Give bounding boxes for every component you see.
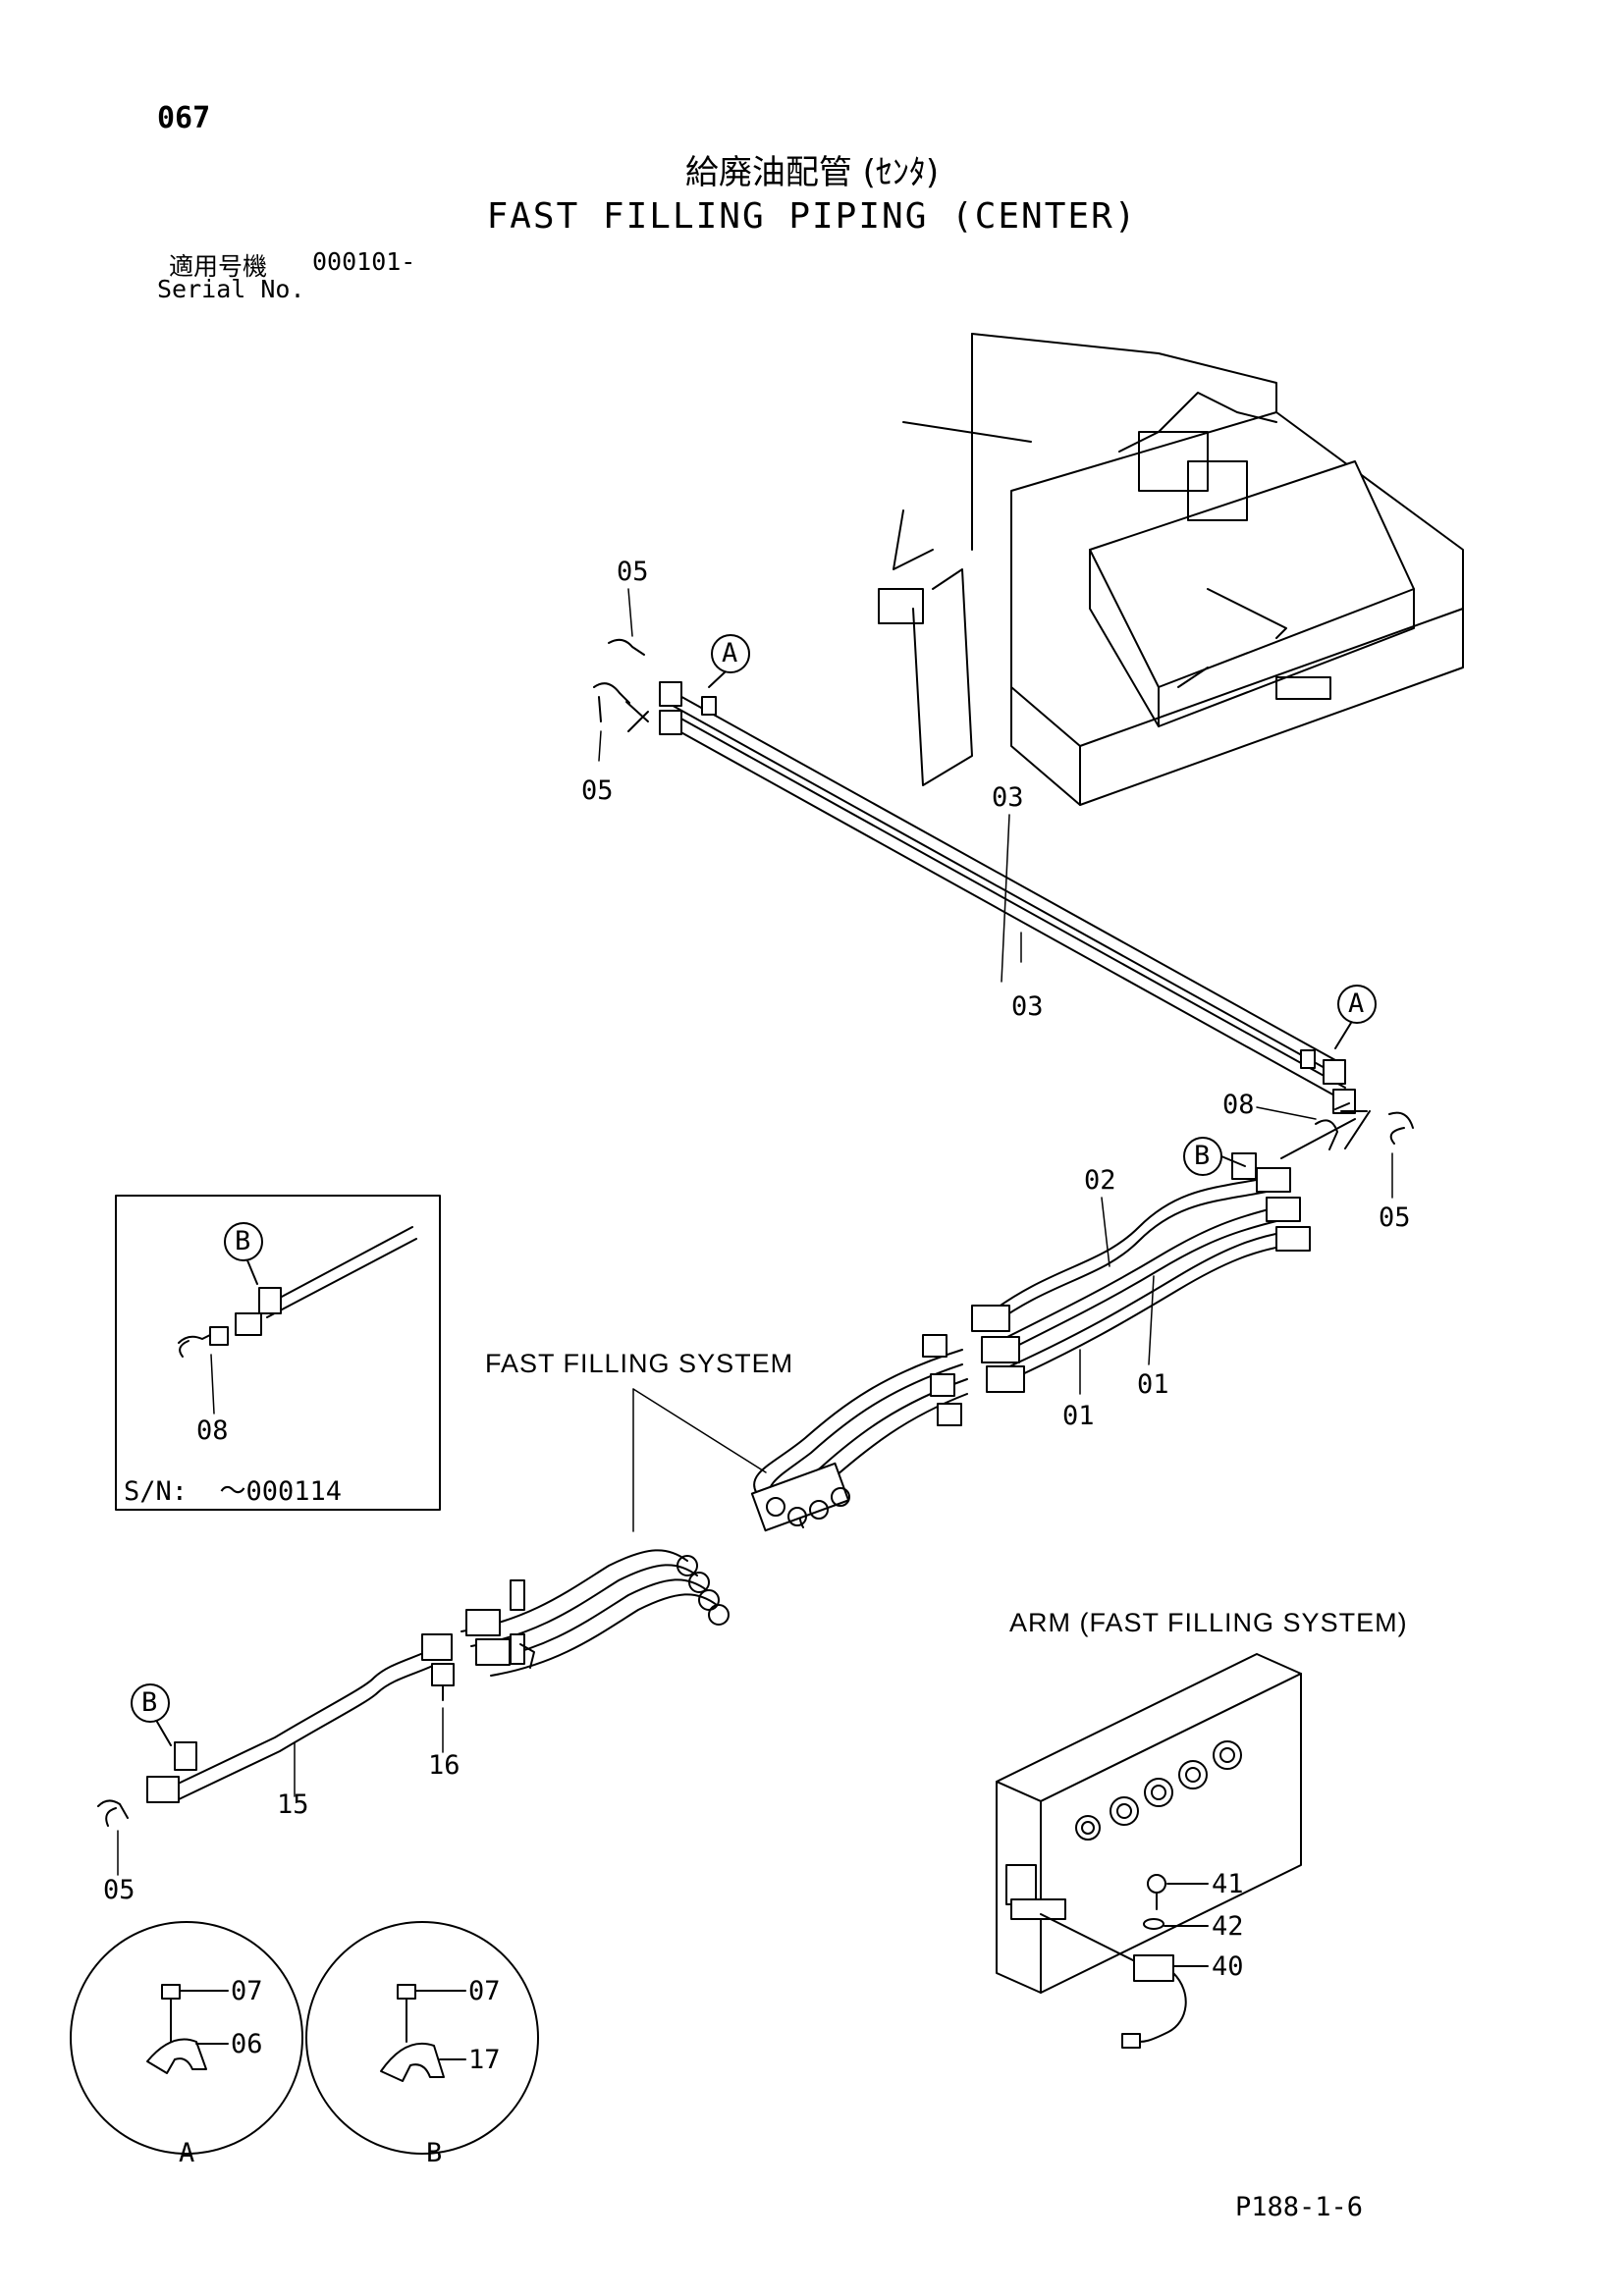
- leader-lines: [117, 588, 1393, 1876]
- part-label-02: 02: [1084, 1165, 1116, 1196]
- view-markers: [131, 634, 1377, 1746]
- part-label-16: 16: [428, 1750, 460, 1781]
- part-label-05: 05: [103, 1875, 135, 1905]
- part-label-03: 03: [992, 782, 1024, 813]
- view-marker-b: B: [1194, 1141, 1211, 1171]
- view-marker-b: B: [235, 1226, 251, 1256]
- view-marker-a: A: [1348, 988, 1365, 1019]
- part-label-40: 40: [1212, 1951, 1244, 1982]
- pipe-03: [593, 638, 1414, 1149]
- caption-arm-fast-filling-system: ARM (FAST FILLING SYSTEM): [1009, 1608, 1408, 1637]
- view-marker-a: A: [722, 638, 738, 668]
- part-label-15: 15: [277, 1789, 309, 1820]
- part-label-42: 42: [1212, 1911, 1244, 1942]
- detail-b-circle: [305, 1921, 539, 2155]
- part-label-01: 01: [1062, 1401, 1095, 1431]
- detail-b-label: B: [426, 2138, 443, 2168]
- caption-fast-filling-system: FAST FILLING SYSTEM: [485, 1349, 794, 1378]
- arm-block: [996, 1653, 1302, 2049]
- page-number: 067: [157, 101, 211, 135]
- part-label-08: 08: [1222, 1090, 1255, 1120]
- part-label-17: 17: [468, 2045, 501, 2075]
- part-label-41: 41: [1212, 1869, 1244, 1899]
- view-marker-b: B: [141, 1687, 158, 1718]
- serial-value: 000101-: [312, 247, 416, 276]
- part-label-05: 05: [617, 557, 649, 587]
- inset-serial-range: S/N: ～000114: [124, 1476, 343, 1507]
- hoses-01-02: [971, 1102, 1356, 1393]
- part-label-08: 08: [196, 1415, 229, 1446]
- lower-fast-filling: [460, 1549, 730, 1677]
- machine-body: [878, 333, 1464, 806]
- fast-filling-lines: [750, 1334, 968, 1532]
- detail-a-label: A: [179, 2138, 195, 2168]
- inset-box: [115, 1195, 441, 1511]
- figure-code: P188-1-6: [1235, 2192, 1364, 2222]
- part-label-07: 07: [468, 1976, 501, 2006]
- part-label-01: 01: [1137, 1369, 1169, 1400]
- part-label-07: 07: [231, 1976, 263, 2006]
- serial-label-english: Serial No.: [157, 275, 305, 303]
- pipe-15: [97, 1633, 455, 1827]
- serial-label-japanese: 適用号機: [169, 252, 268, 281]
- part-label-06: 06: [231, 2029, 263, 2059]
- part-label-03: 03: [1011, 991, 1044, 1022]
- title-japanese: 給廃油配管 (ｾﾝﾀ): [684, 153, 940, 192]
- part-label-05: 05: [581, 775, 614, 806]
- title-english: FAST FILLING PIPING (CENTER): [486, 196, 1138, 237]
- detail-a-circle: [70, 1921, 303, 2155]
- part-label-05: 05: [1379, 1202, 1411, 1233]
